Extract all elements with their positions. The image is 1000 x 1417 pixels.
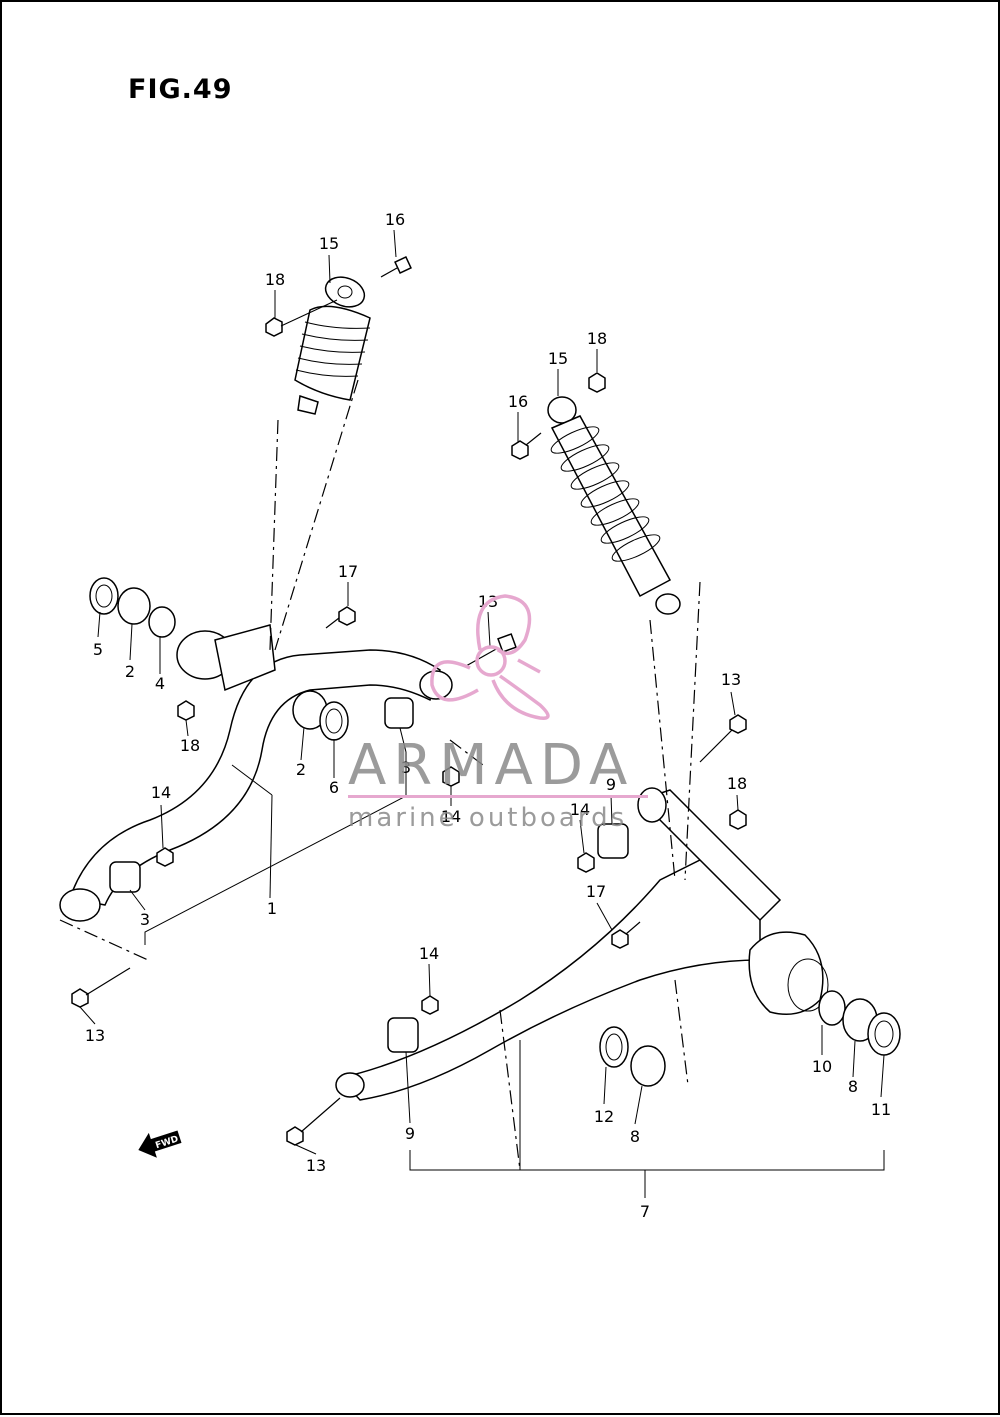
callout-7: 7 [640,1202,650,1221]
callout-17: 17 [586,882,606,901]
callout-10: 10 [812,1057,832,1076]
callout-14: 14 [441,807,461,826]
callout-11: 11 [871,1100,891,1119]
left-bolts-nuts [71,606,517,1008]
fwd-arrow-icon: FWD [138,1130,182,1158]
armada-watermark: ARMADA marine outboards [348,594,648,833]
callout-16: 16 [508,392,528,411]
propeller-logo-icon [430,594,550,720]
bolt-16-left [380,256,412,278]
callout-17: 17 [338,562,358,581]
callout-15: 15 [548,349,568,368]
callout-8: 8 [630,1127,640,1146]
callout-18: 18 [180,736,200,755]
callout-6: 6 [329,778,339,797]
callout-18: 18 [587,329,607,348]
callout-9: 9 [405,1124,415,1143]
left-pivot-bushings [89,577,414,893]
nut-18-right-top [588,372,606,393]
watermark-brand: ARMADA [348,733,634,798]
phantom-lines [59,379,701,1171]
left-shock-absorber [294,276,371,415]
callout-1: 1 [267,899,277,918]
callout-9: 9 [606,775,616,794]
callout-15: 15 [319,234,339,253]
leader-lines [79,229,885,1198]
watermark-tagline: marine outboards [348,803,627,833]
callout-3: 3 [140,910,150,929]
callout-5: 5 [93,640,103,659]
callout-8: 8 [848,1077,858,1096]
callout-13: 13 [721,670,741,689]
callout-18: 18 [727,774,747,793]
callout-13: 13 [85,1026,105,1045]
bolt-16-right [511,432,542,460]
right-pivot-bushings [387,823,901,1087]
callout-14: 14 [419,944,439,963]
callout-12: 12 [594,1107,614,1126]
callout-2: 2 [125,662,135,681]
callout-13: 13 [306,1156,326,1175]
figure-title: FIG.49 [128,74,233,105]
callout-4: 4 [155,674,165,693]
callout-16: 16 [385,210,405,229]
nut-18-left-top [265,317,283,337]
callout-2: 2 [296,760,306,779]
callout-3: 3 [401,758,411,777]
right-swing-arm [335,787,829,1101]
right-shock-absorber [547,396,681,615]
callout-labels: 16 15 18 18 15 16 17 13 5 2 4 18 2 6 3 1… [85,210,891,1221]
callout-14: 14 [151,783,171,802]
callout-18: 18 [265,270,285,289]
callout-14: 14 [570,800,590,819]
